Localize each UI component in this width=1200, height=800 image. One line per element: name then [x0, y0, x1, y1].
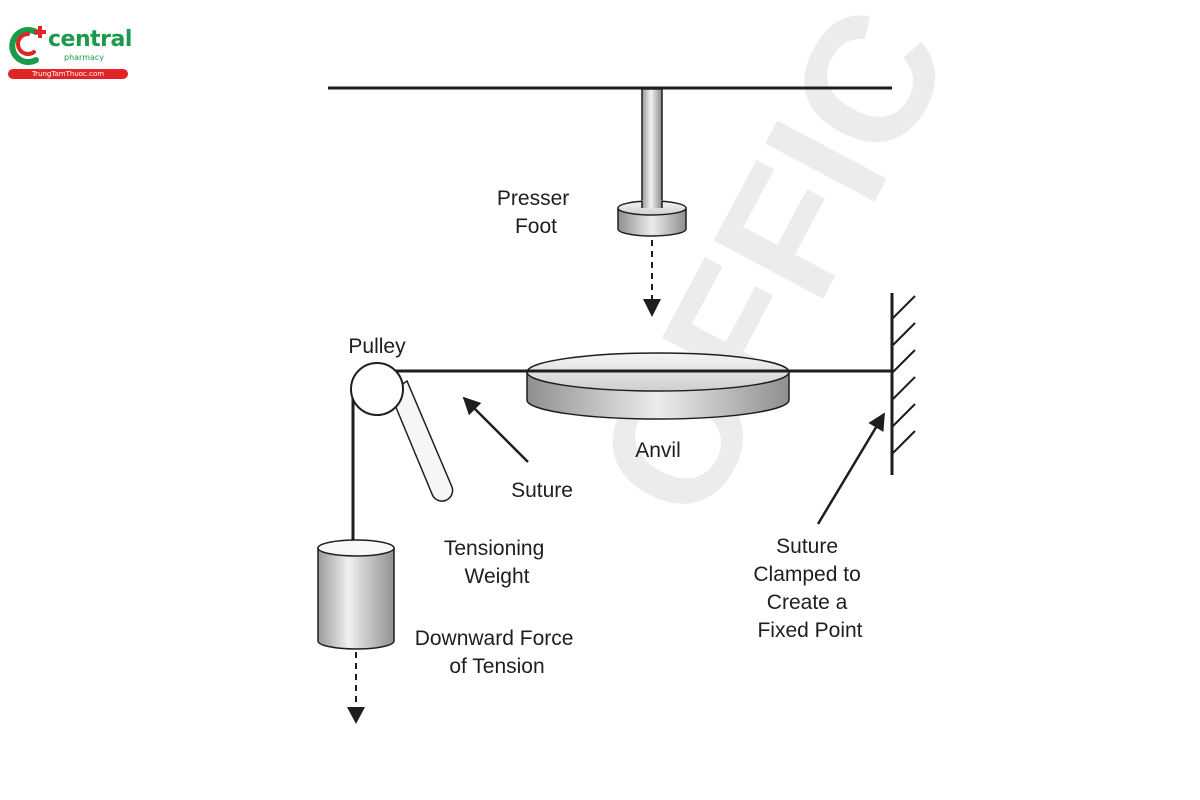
tensioning-weight	[317, 539, 395, 650]
suture-line	[351, 369, 892, 548]
presser-foot	[617, 88, 687, 237]
label-tensioning-weight: Tensioning Weight	[444, 537, 550, 588]
presser-arrowhead-icon	[643, 299, 661, 317]
label-downward-force: Downward Force of Tension	[415, 627, 580, 678]
anvil	[526, 352, 790, 420]
pulley-arm	[389, 379, 454, 502]
label-suture-clamped: Suture Clamped to Create a Fixed Point	[753, 535, 866, 642]
suture-pointer-arrow	[462, 396, 529, 463]
central-c-mark-icon	[9, 26, 46, 65]
central-pharmacy-logo: central pharmacy TrungTamThuoc.com	[6, 22, 132, 82]
pulley-wheel	[350, 362, 404, 416]
fixed-wall	[890, 293, 916, 475]
label-anvil: Anvil	[635, 439, 681, 462]
label-presser-foot: Presser Foot	[497, 187, 575, 238]
watermark-text: OFFIC	[557, 0, 988, 548]
label-pulley: Pulley	[348, 335, 406, 358]
clamp-pointer-arrow	[816, 412, 886, 525]
logo-brand-text: central	[48, 27, 132, 52]
logo-url-bar	[8, 69, 128, 79]
label-suture: Suture	[511, 479, 573, 502]
downward-arrowhead-icon	[347, 707, 365, 724]
logo-tagline: pharmacy	[64, 53, 105, 62]
logo-url-text: TrungTamThuoc.com	[31, 70, 105, 78]
